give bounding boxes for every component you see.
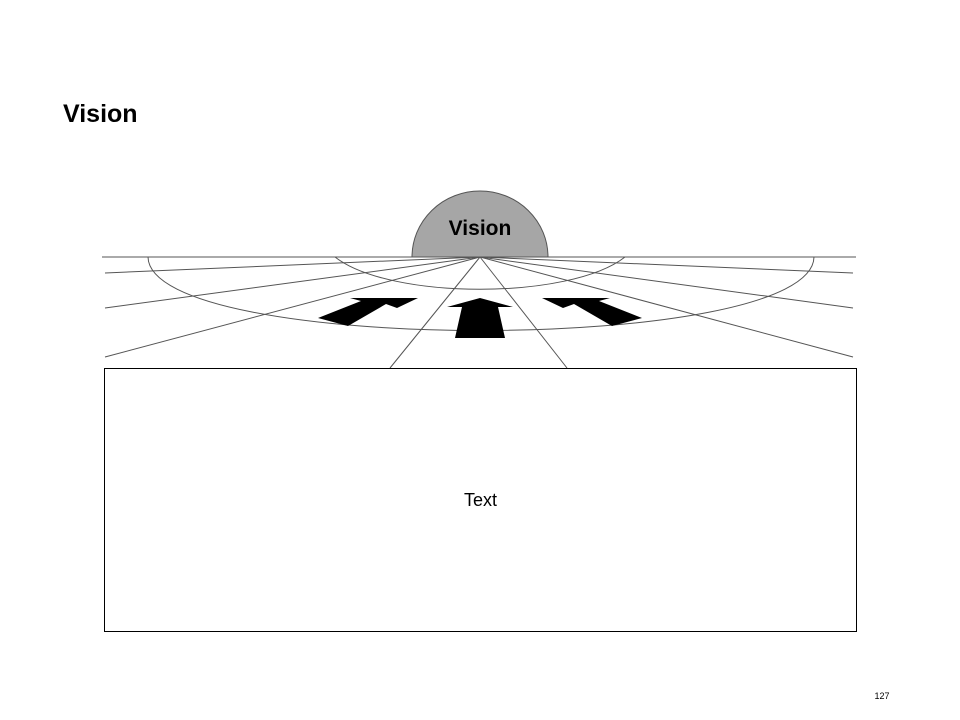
ray — [479, 256, 854, 309]
arrow-left — [318, 298, 418, 326]
ray — [104, 256, 481, 309]
slide-title: Vision — [63, 100, 138, 128]
perspective-rays — [104, 256, 854, 369]
text-box: Text — [104, 368, 857, 632]
dome-label: Vision — [449, 217, 512, 240]
ray — [479, 256, 854, 358]
arrow-center — [447, 298, 513, 338]
ray — [104, 256, 481, 274]
ray — [104, 256, 481, 358]
ray — [389, 256, 481, 369]
ray — [479, 256, 854, 274]
arrow-right — [542, 298, 642, 326]
inner-arc — [334, 256, 626, 290]
vision-dome — [411, 190, 549, 258]
text-box-label: Text — [463, 490, 497, 510]
page-number: 127 — [874, 691, 890, 701]
ray — [479, 256, 568, 369]
